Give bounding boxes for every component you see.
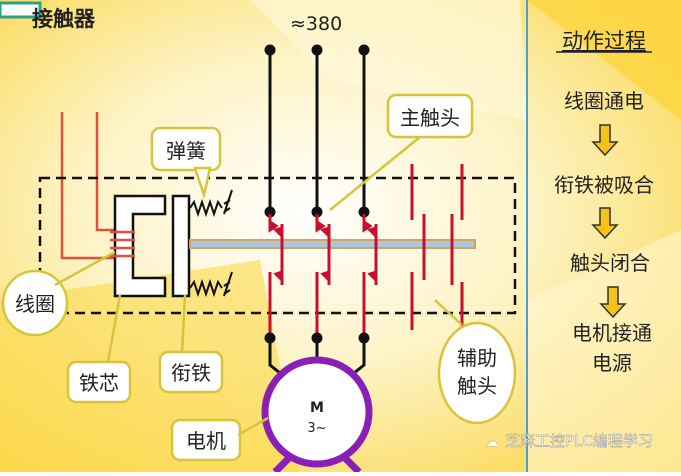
callout-armature: 衔铁 [171, 361, 211, 385]
title-tab [0, 1, 42, 19]
diagram-title: 接触器 [32, 7, 96, 31]
supply-voltage-label: ≈380 [290, 13, 342, 35]
motor-label-phase: 3~ [307, 421, 326, 436]
light-ray [250, 0, 527, 120]
spring-icon [189, 189, 233, 298]
main-contacts [268, 214, 378, 338]
watermark: 芝麻工控PLC编程学习 [505, 432, 653, 450]
callout-iron-core: 铁芯 [79, 371, 119, 395]
callout-motor: 电机 [186, 429, 226, 453]
down-arrow-icon [591, 124, 627, 319]
coil-windings [110, 230, 135, 258]
callout-aux-contacts-2: 触头 [457, 374, 497, 398]
light-ray [527, 230, 681, 472]
process-step: 线圈通电 [564, 89, 644, 113]
callout-spring: 弹簧 [166, 139, 206, 163]
auxiliary-contacts [410, 164, 464, 330]
supply-lines [264, 44, 370, 218]
wechat-icon: ☁ [485, 434, 499, 450]
motor-label-m: M [310, 400, 324, 416]
armature-bar [189, 239, 476, 249]
callout-main-contacts: 主触头 [400, 106, 460, 130]
armature [171, 194, 191, 298]
callout-shapes [1, 93, 517, 462]
process-step: 电机接通 [572, 321, 652, 345]
callout-aux-contacts-1: 辅助 [457, 346, 497, 370]
process-step: 衔铁被吸合 [554, 173, 654, 197]
process-step: 电源 [592, 351, 632, 375]
light-ray [527, 0, 681, 120]
iron-core [113, 194, 167, 298]
motor-symbol [261, 356, 373, 468]
contactor-enclosure [38, 176, 517, 315]
process-title: 动作过程 [562, 29, 646, 53]
process-step: 触头闭合 [570, 251, 650, 275]
callout-coil: 线圈 [15, 292, 55, 316]
